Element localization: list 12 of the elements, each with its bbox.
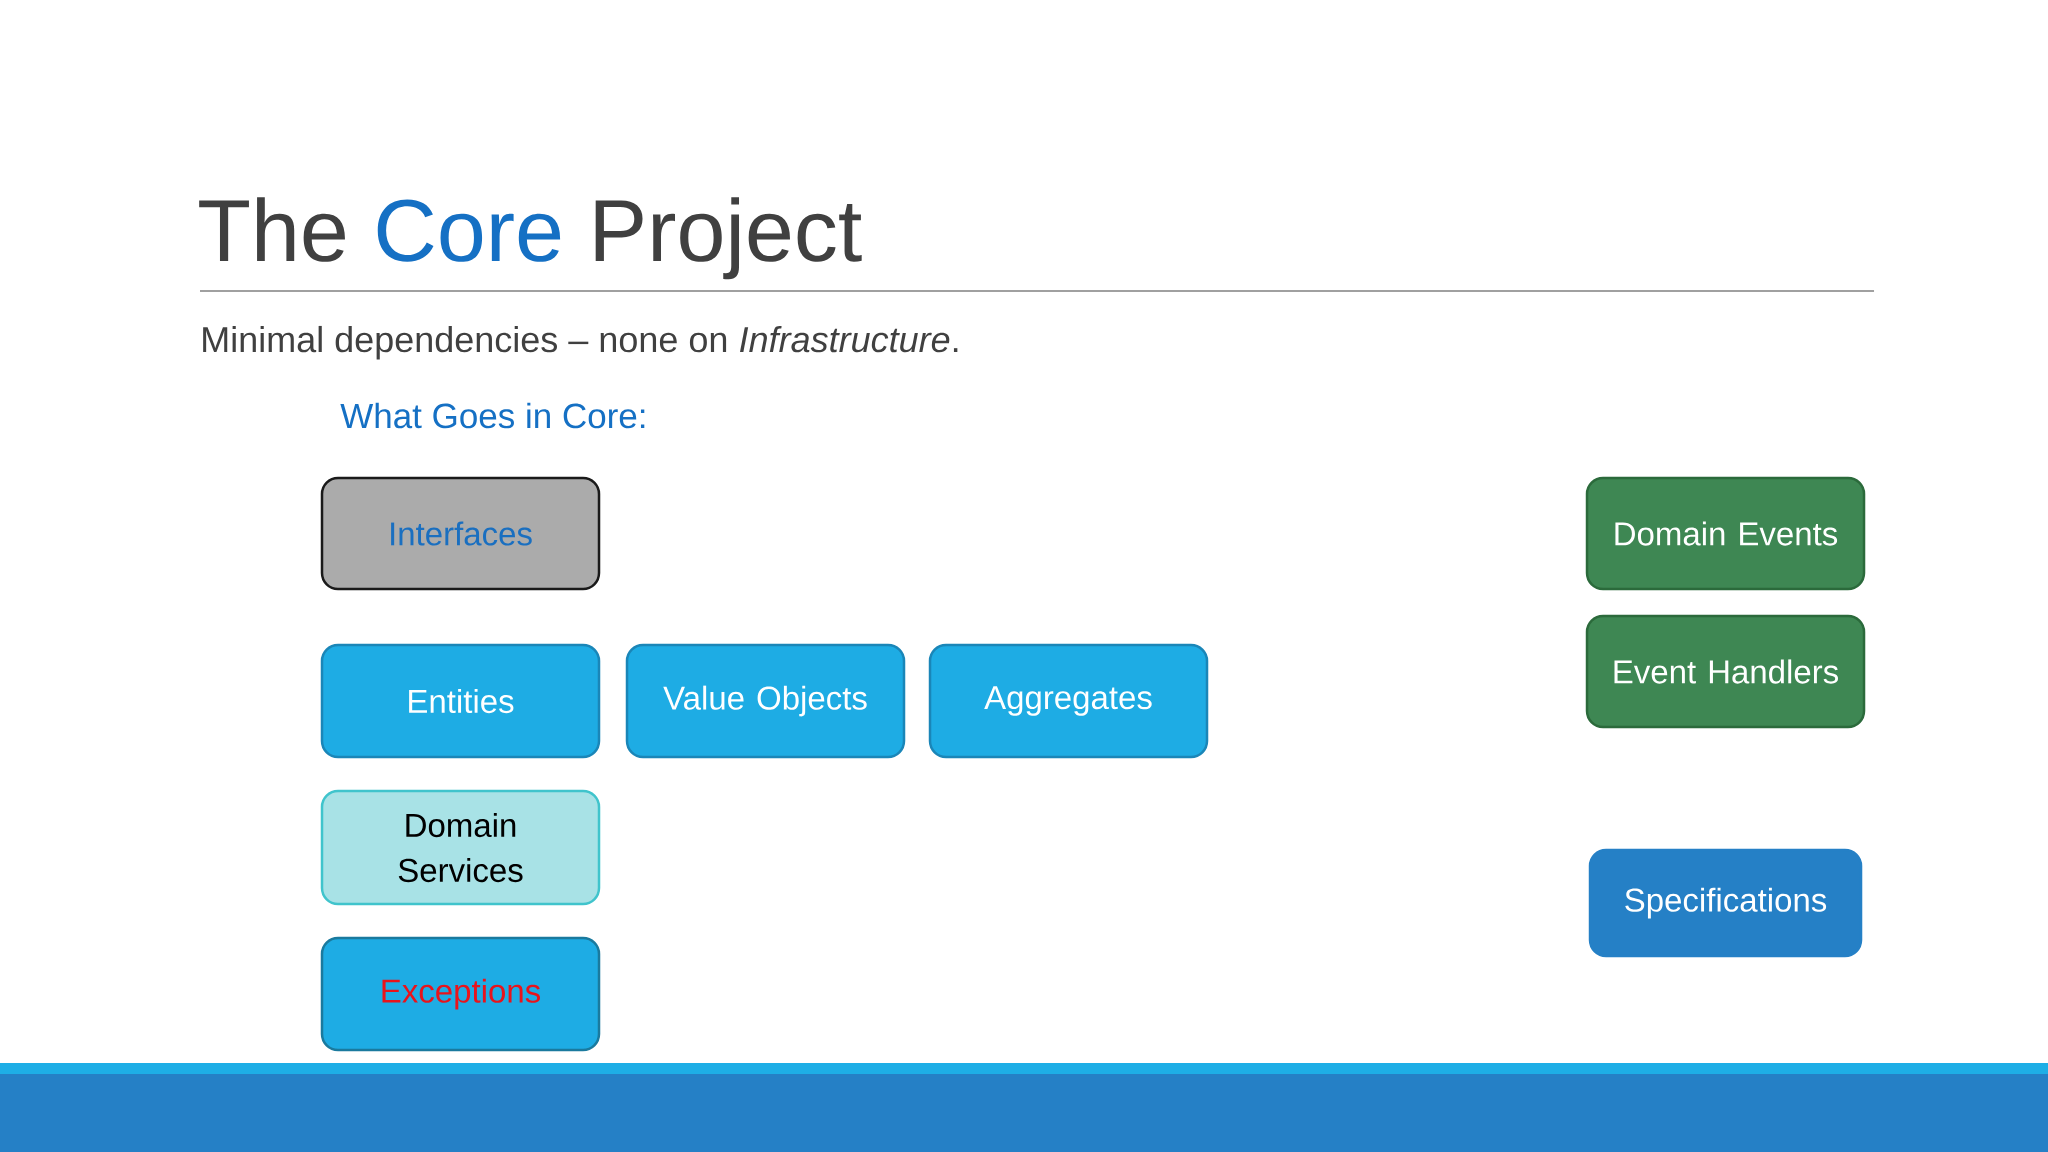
subtitle: Minimal dependencies – none on Infrastructure. <box>203 325 958 360</box>
rounded-box: Aggregates <box>928 643 1209 759</box>
rounded-box: Domain Services <box>320 789 601 906</box>
slide-title: The Core Project <box>199 197 862 280</box>
section-heading: What Goes in Core: <box>340 402 645 429</box>
rounded-box: Exceptions <box>320 936 601 1052</box>
rounded-box: Value Objects <box>625 643 906 759</box>
rounded-box: Domain Events <box>1585 476 1866 591</box>
rounded-box: Entities <box>320 643 601 759</box>
rounded-box: Specifications <box>1588 848 1863 958</box>
rounded-box: Interfaces <box>320 476 601 591</box>
rounded-box: Event Handlers <box>1585 614 1866 729</box>
